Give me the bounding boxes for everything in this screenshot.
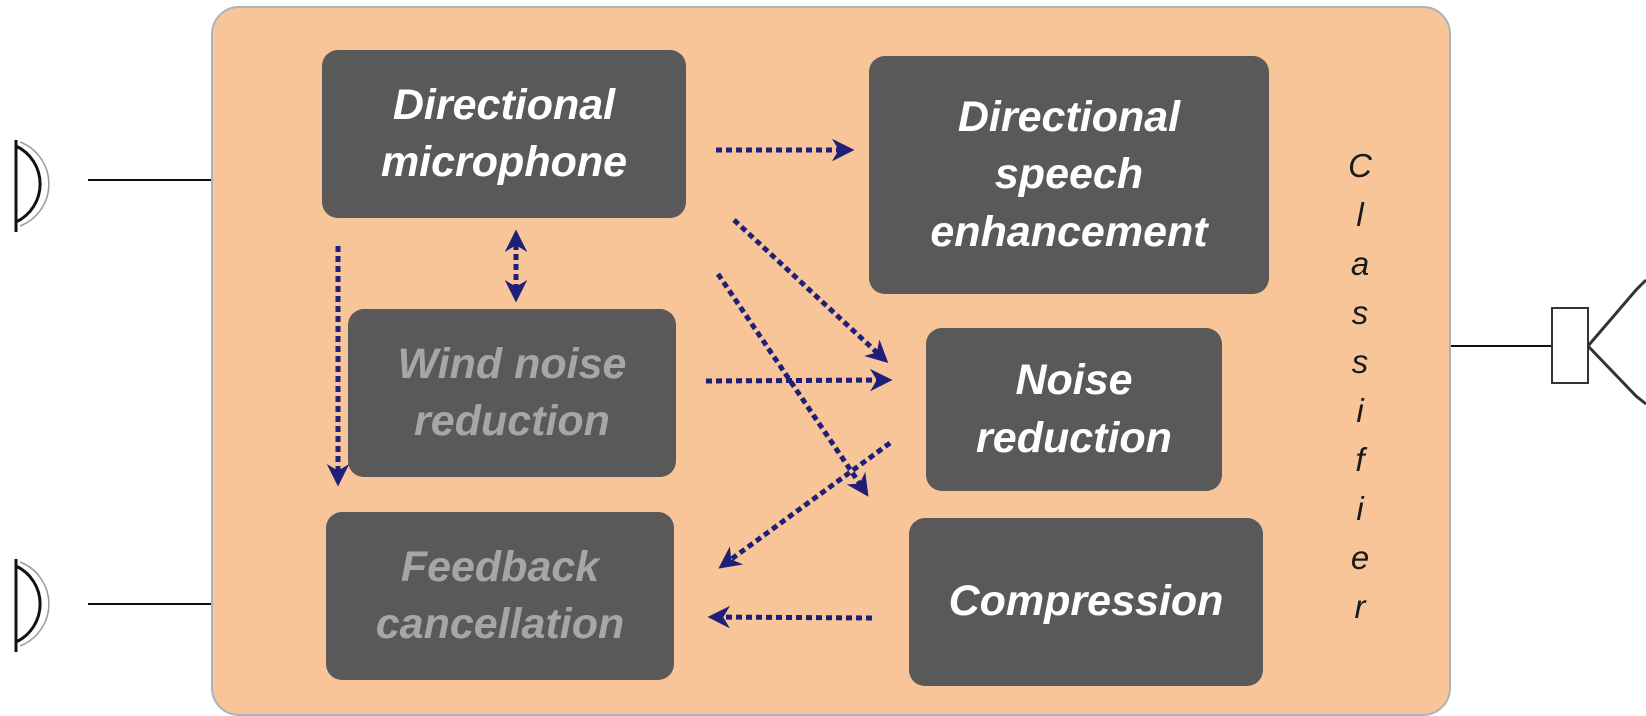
arrow-noise-reduction-to-feedback: [718, 440, 892, 569]
arrow-compression-to-feedback: [707, 605, 873, 629]
classifier-letter: s: [1351, 294, 1369, 331]
classifier-letter: s: [1351, 343, 1369, 380]
classifier-letter: f: [1355, 441, 1365, 478]
classifier-letter: l: [1356, 196, 1364, 233]
arrow-wind-to-compression: [715, 272, 869, 497]
module-label: Directional microphone: [380, 80, 628, 186]
arrow-mic-to-noise-reduction: [732, 218, 889, 364]
classifier-letter: r: [1354, 588, 1366, 625]
module-label: Noise reduction: [976, 356, 1172, 462]
microphone-icon: [14, 559, 50, 652]
compression-block: Compression: [909, 518, 1263, 686]
classifier-letter: i: [1356, 392, 1364, 429]
module-label: Feedback cancellation: [375, 542, 625, 648]
classifier-letter: C: [1348, 147, 1372, 184]
module-label: Wind noise reduction: [397, 339, 627, 445]
classifier-letter: e: [1350, 539, 1370, 576]
arrow-wind-to-noise-reduction: [705, 368, 893, 392]
microphone-icon: [14, 140, 50, 232]
classifier-letter: a: [1350, 245, 1370, 282]
noise-reduction-block: Noise reduction: [926, 328, 1222, 491]
directional-speech-enhancement-block: Directional speech enhancement: [869, 56, 1269, 294]
directional-microphone-block: Directional microphone: [322, 50, 686, 218]
feedback-cancellation-block: Feedback cancellation: [326, 512, 674, 680]
module-label: Compression: [948, 577, 1224, 626]
module-label: Directional speech enhancement: [930, 93, 1208, 256]
wind-noise-reduction-block: Wind noise reduction: [348, 309, 676, 477]
speaker-icon: [1551, 278, 1646, 406]
classifier-letter: i: [1356, 490, 1364, 527]
